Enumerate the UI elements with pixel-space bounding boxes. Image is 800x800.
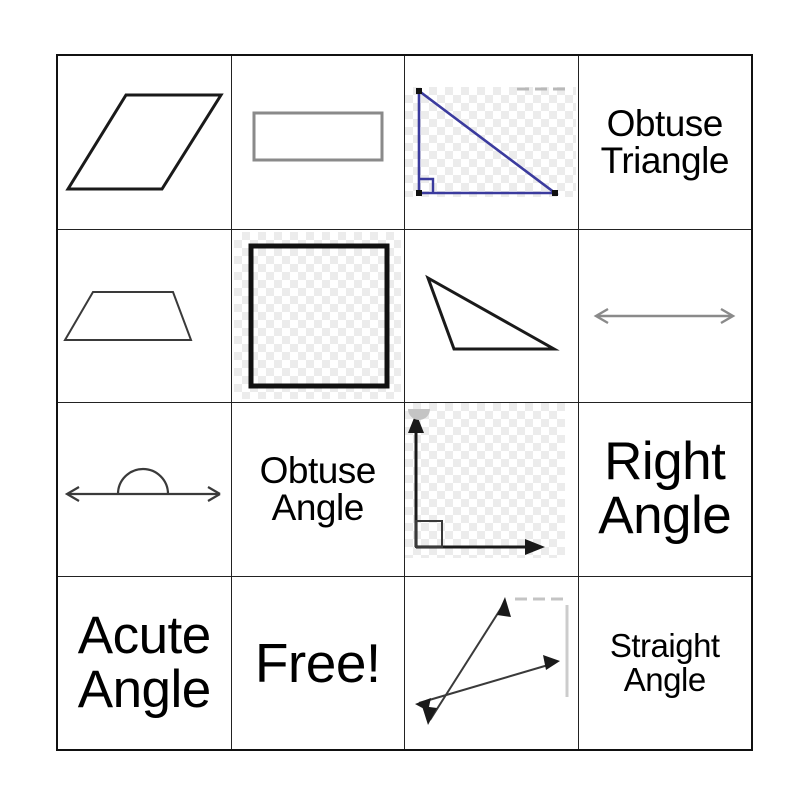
right-angle-icon <box>408 409 545 555</box>
bingo-cell-right-angle-figure[interactable] <box>404 402 579 577</box>
bingo-card: Obtuse Triangle <box>56 54 753 751</box>
cell-content <box>405 577 577 749</box>
cell-content <box>405 403 577 575</box>
bingo-cell-right-angle-text[interactable]: Right Angle <box>577 402 753 577</box>
bingo-row <box>56 228 753 403</box>
bingo-cell-line[interactable] <box>577 228 753 403</box>
bingo-cell-acute-angle-text[interactable]: Acute Angle <box>56 575 232 751</box>
bingo-cell-label: Obtuse Triangle <box>600 102 730 182</box>
acute-angle-icon <box>415 596 569 725</box>
bingo-cell-trapezoid[interactable] <box>56 228 232 403</box>
bingo-cell-obtuse-angle-text[interactable]: Obtuse Angle <box>230 402 405 577</box>
bingo-cell-obtuse-triangle-text[interactable]: Obtuse Triangle <box>577 54 753 230</box>
cell-content <box>58 56 230 228</box>
line-double-arrow-icon <box>593 307 735 324</box>
bingo-grid: Obtuse Triangle <box>56 54 753 751</box>
bingo-cell-acute-angle-figure[interactable] <box>404 575 579 751</box>
bingo-cell-label: Right Angle <box>598 432 732 546</box>
square-icon <box>248 243 389 388</box>
bingo-row: Acute Angle Free! <box>56 575 753 751</box>
cell-content: Obtuse Triangle <box>579 56 751 228</box>
bingo-cell-right-triangle-figure[interactable] <box>404 54 579 230</box>
transparency-checker-backdrop <box>233 231 401 399</box>
bingo-cell-obtuse-triangle-figure[interactable] <box>404 228 579 403</box>
bingo-row: Obtuse Triangle <box>56 54 753 230</box>
transparency-checker-backdrop <box>405 403 565 558</box>
right-triangle-icon <box>416 87 565 196</box>
cell-content <box>405 230 577 402</box>
cell-content: Acute Angle <box>58 577 230 749</box>
cell-content: Right Angle <box>579 403 751 575</box>
cell-content <box>232 230 404 402</box>
cell-content <box>232 56 404 228</box>
bingo-cell-square[interactable] <box>230 228 405 403</box>
bingo-cell-label: Obtuse Angle <box>259 449 377 529</box>
bingo-cell-label: Straight Angle <box>609 627 720 698</box>
cell-content <box>405 56 577 228</box>
obtuse-triangle-icon <box>425 274 560 350</box>
cell-content <box>58 403 230 575</box>
bingo-row: Obtuse Angle <box>56 402 753 577</box>
cell-content: Obtuse Angle <box>232 403 404 575</box>
cell-content <box>579 230 751 402</box>
trapezoid-icon <box>63 290 193 341</box>
bingo-cell-parallelogram[interactable] <box>56 54 232 230</box>
bingo-cell-straight-angle-figure[interactable] <box>56 402 232 577</box>
straight-angle-icon <box>64 467 221 502</box>
bingo-cell-label: Acute Angle <box>77 605 212 719</box>
bingo-cell-free-space[interactable]: Free! <box>230 575 405 751</box>
free-space-label: Free! <box>254 631 381 694</box>
bingo-cell-rectangle[interactable] <box>230 54 405 230</box>
rectangle-icon <box>252 111 383 162</box>
cell-content <box>58 230 230 402</box>
parallelogram-icon <box>65 93 224 191</box>
cell-content: Straight Angle <box>579 577 751 749</box>
bingo-cell-straight-angle-text[interactable]: Straight Angle <box>577 575 753 751</box>
cell-content: Free! <box>232 577 404 749</box>
